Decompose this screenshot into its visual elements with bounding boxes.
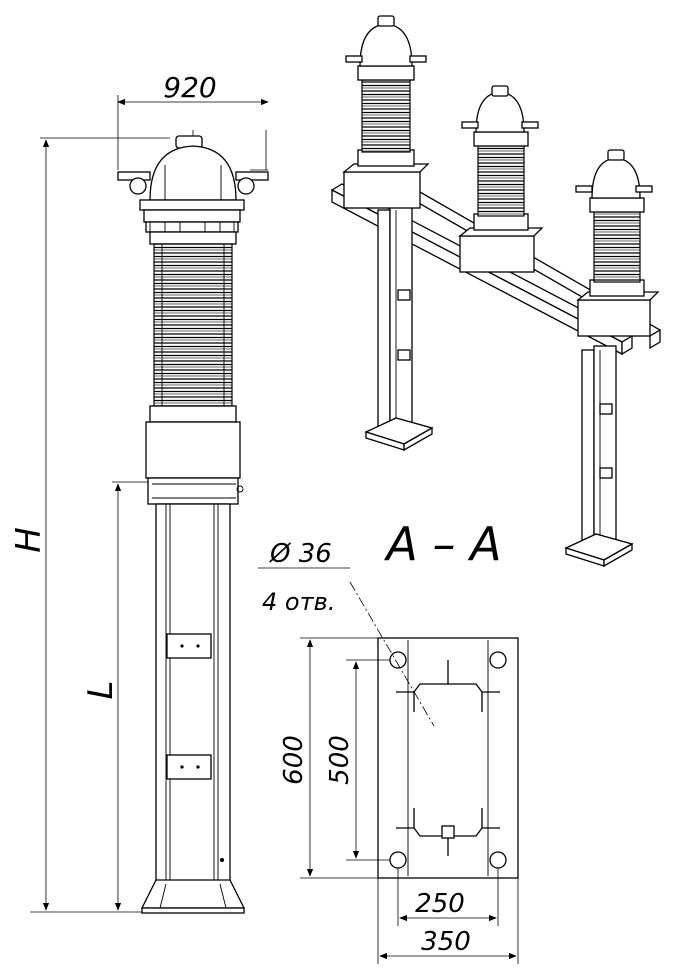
hole-count-label: 4 отв.: [262, 588, 335, 616]
dim-920-label: 920: [163, 71, 216, 104]
dim-h-label: H: [9, 527, 49, 553]
dim-500-label: 500: [325, 735, 355, 785]
hole-diameter-label: Ø 36: [269, 539, 332, 569]
isometric-view: [330, 15, 662, 568]
dim-600-label: 600: [279, 735, 309, 785]
front-view: [30, 95, 269, 914]
section-title: A – A: [383, 517, 501, 571]
dim-250-label: 250: [415, 889, 465, 919]
section-a-a: [258, 567, 519, 964]
dim-l-label: L: [81, 681, 121, 700]
dim-350-label: 350: [421, 927, 471, 957]
